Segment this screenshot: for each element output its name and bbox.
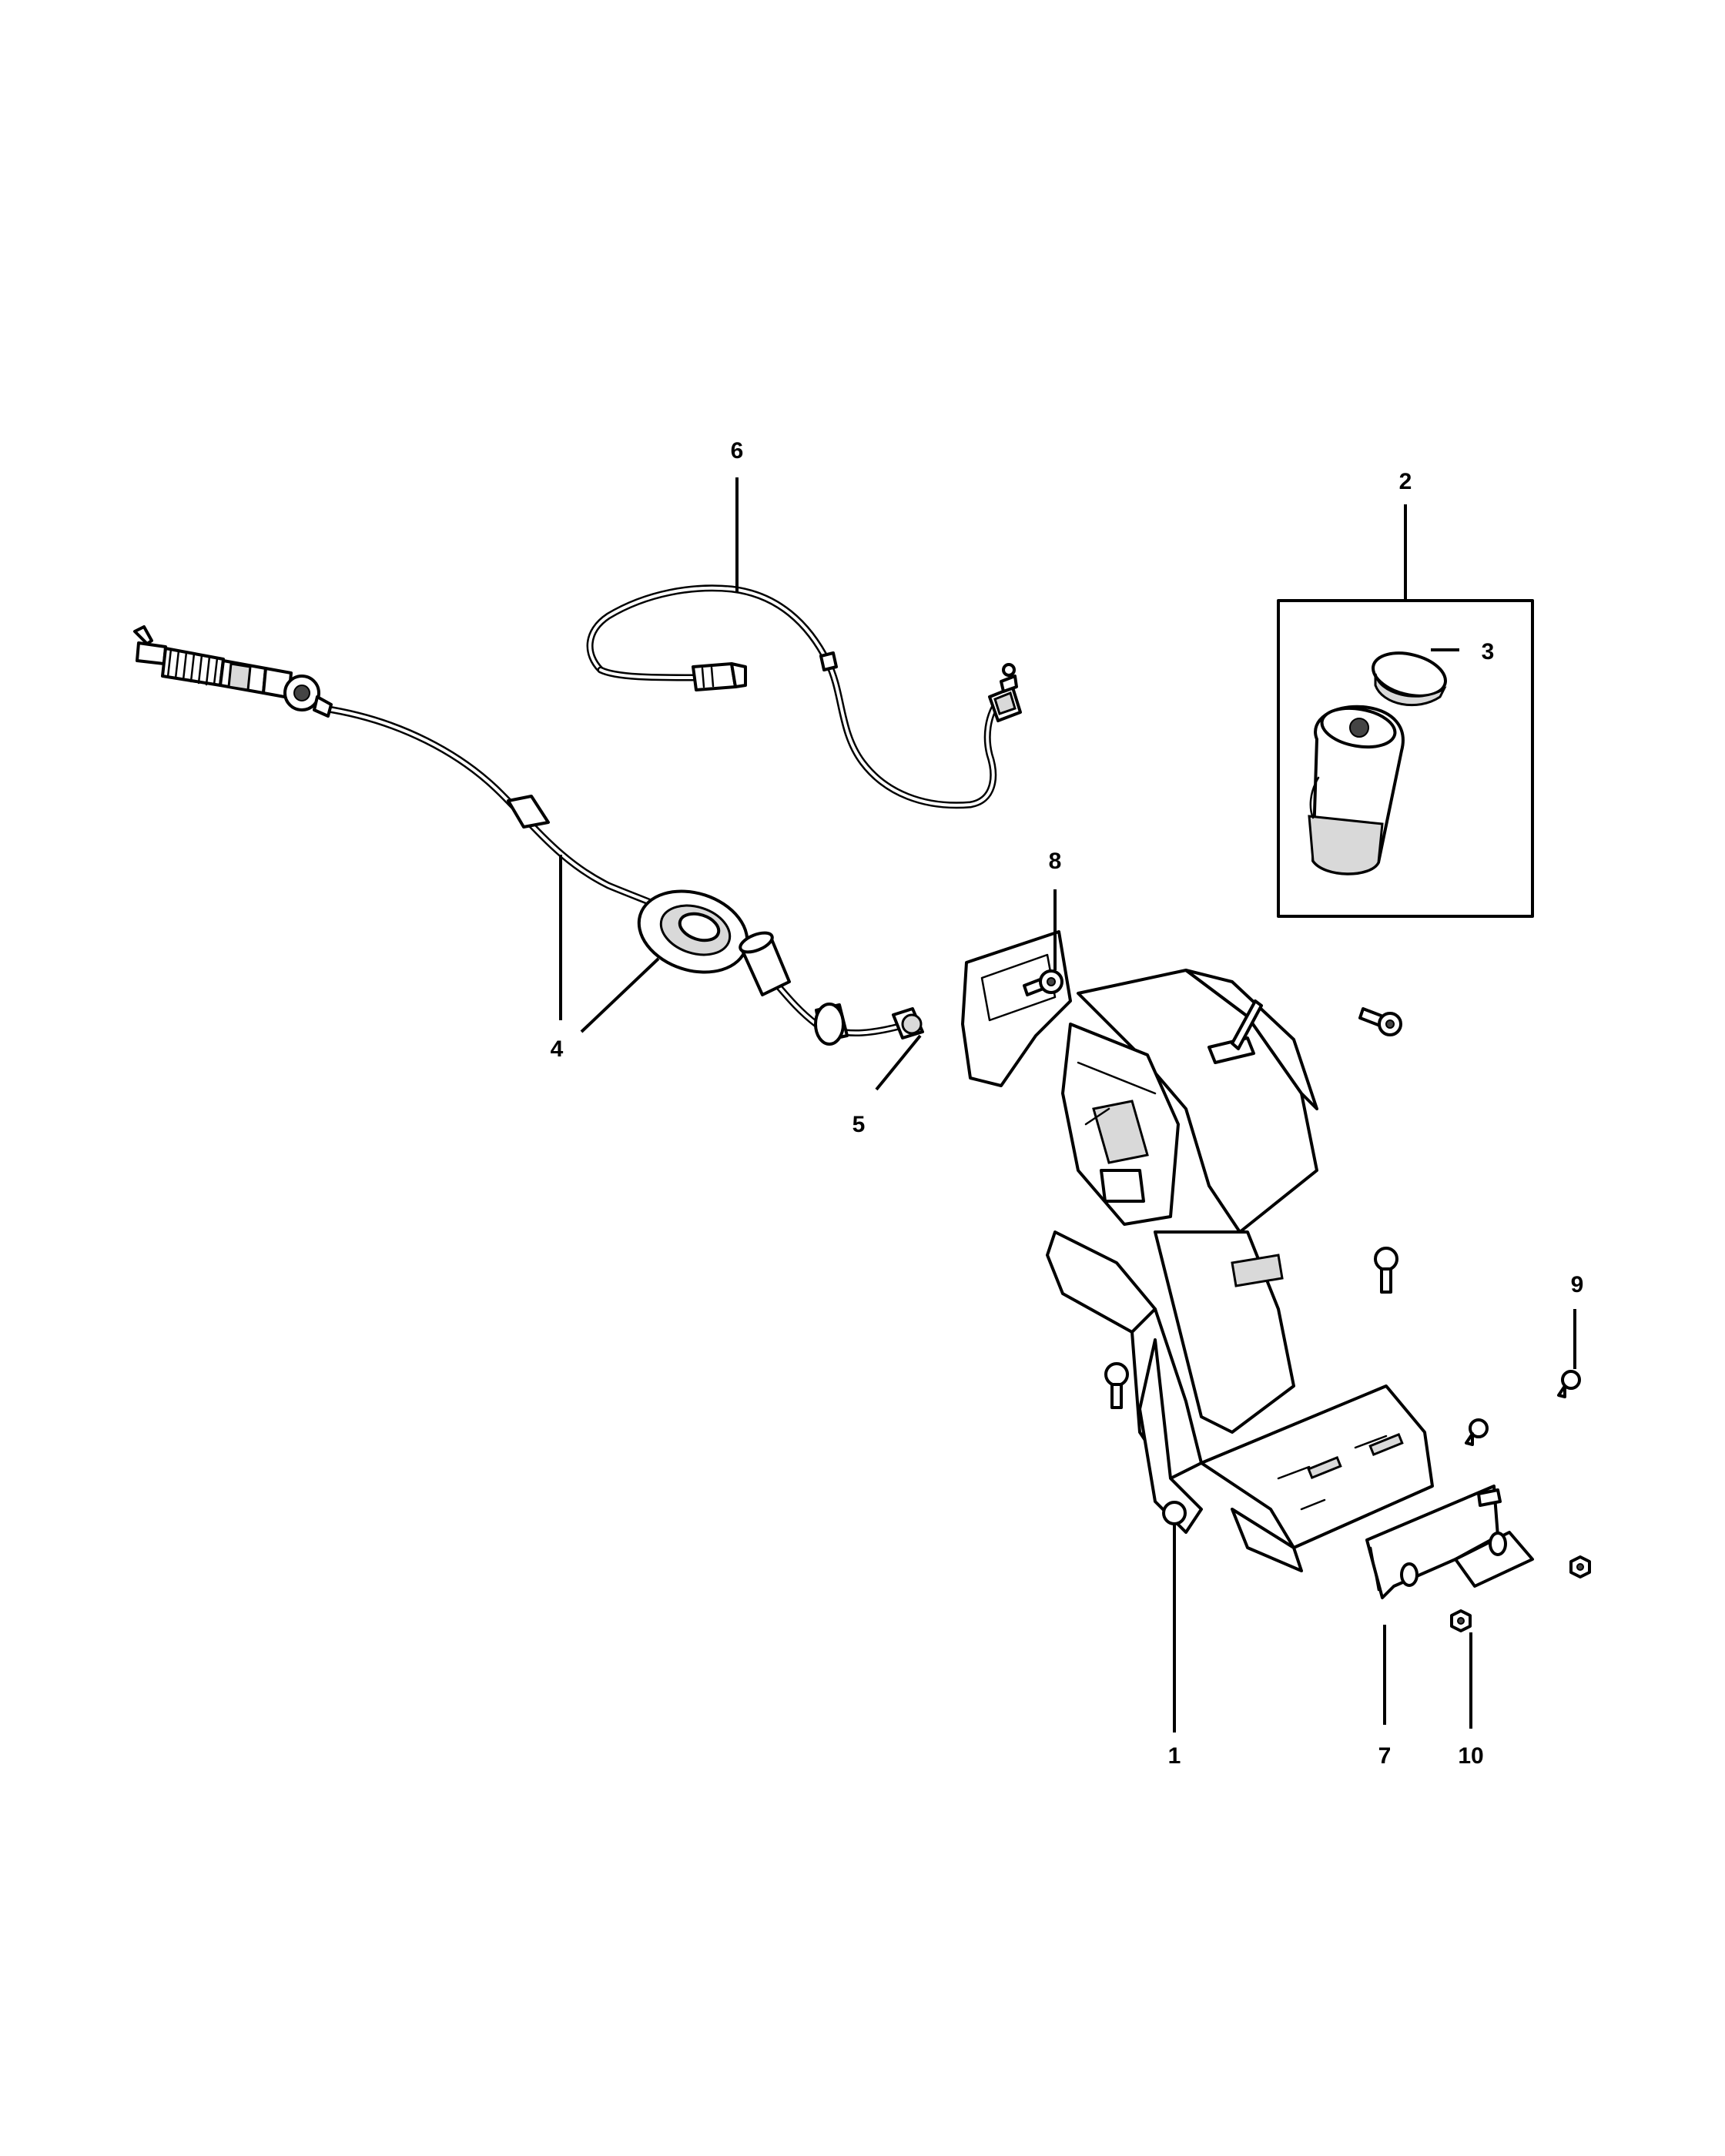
cable-boot [739, 931, 791, 996]
bolt-8 [1023, 969, 1063, 996]
shift-knob-kit [1277, 599, 1534, 918]
nut-lower-right [1569, 1555, 1591, 1578]
bolt-upper-right [1358, 1007, 1402, 1036]
callout-5: 5 [852, 1112, 866, 1137]
mounting-plate [1365, 1485, 1534, 1599]
bolt-left-lower [1104, 1362, 1129, 1409]
callout-1: 1 [1168, 1743, 1181, 1769]
leader-4b [580, 957, 660, 1033]
shift-lever [1231, 999, 1263, 1050]
callout-9: 9 [1571, 1272, 1584, 1297]
bolt-mid-right [1374, 1247, 1398, 1294]
harness-connector-left [692, 662, 747, 691]
callout-7: 7 [1378, 1743, 1392, 1769]
wiring-harness [586, 584, 1022, 809]
callout-3: 3 [1482, 639, 1495, 665]
nut-10 [1450, 1609, 1472, 1632]
leader-5 [875, 1034, 922, 1091]
callout-6: 6 [731, 438, 744, 464]
knob-cap [1372, 651, 1447, 707]
cable-end-clip [814, 1003, 924, 1046]
shifter-bracket-assembly [961, 930, 1434, 1572]
shift-cable-assembly [133, 625, 924, 1046]
harness-clip [819, 651, 838, 671]
screw-9 [1557, 1370, 1581, 1398]
cable-end-fitting [133, 625, 333, 718]
callout-8: 8 [1049, 849, 1062, 874]
harness-connector-right [988, 663, 1022, 722]
screw-near-plate [1465, 1418, 1489, 1446]
callout-10: 10 [1458, 1743, 1483, 1769]
callout-2: 2 [1399, 469, 1412, 494]
shift-knob [1308, 705, 1405, 875]
cable-sleeve [507, 795, 550, 829]
callout-4: 4 [551, 1036, 564, 1062]
